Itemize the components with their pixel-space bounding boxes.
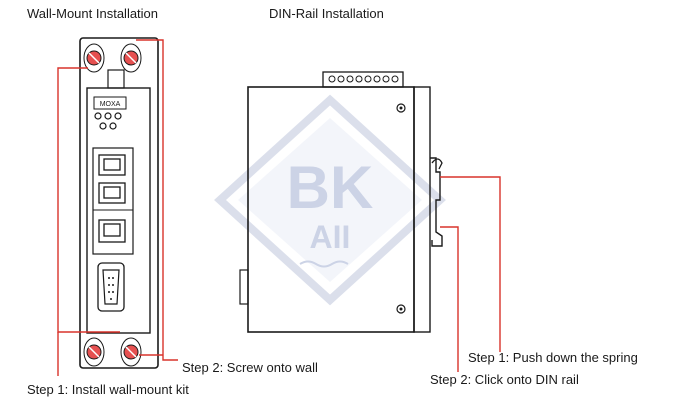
pin	[112, 284, 114, 286]
wall-step2-label: Step 2: Screw onto wall	[182, 360, 318, 375]
din-rail-spring	[431, 158, 443, 170]
ethernet-port-1	[98, 154, 126, 176]
pin	[108, 291, 110, 293]
led-indicators	[94, 112, 122, 130]
watermark-text-aii: AII	[310, 219, 351, 255]
pin	[110, 298, 112, 300]
serial-port-housing	[97, 262, 125, 312]
din-rail-clip	[430, 157, 443, 247]
rivet-bottom-center	[399, 307, 403, 311]
led-3	[114, 112, 122, 120]
wall-mount-screws	[83, 43, 142, 367]
wall-step1-label: Step 1: Install wall-mount kit	[27, 382, 189, 397]
wall-mount-device: MOXA	[79, 37, 159, 369]
callout-click-rail	[440, 226, 459, 372]
callout-step2-right	[136, 39, 178, 361]
led-1	[94, 112, 102, 120]
callout-push-spring	[440, 176, 501, 352]
terminal-screw	[328, 75, 336, 83]
back-plate	[413, 86, 431, 333]
ethernet-port-2-inner	[103, 186, 121, 199]
watermark-logo: BK AII	[214, 94, 446, 306]
serial-port-connector	[102, 269, 120, 305]
led-4	[99, 122, 107, 130]
rivet-top	[396, 103, 406, 113]
callout-step1-left	[57, 67, 120, 333]
serial-port-pins	[108, 277, 114, 300]
din-rail-title: DIN-Rail Installation	[269, 6, 384, 21]
wall-mount-plate	[79, 37, 159, 369]
led-2	[104, 112, 112, 120]
din-rail-device	[239, 71, 443, 333]
side-tab	[239, 269, 249, 305]
brand-label: MOXA	[100, 101, 121, 108]
watermark-wave	[299, 260, 349, 268]
din-rail-callouts	[440, 176, 501, 372]
terminal-screw	[382, 75, 390, 83]
screw-icon	[120, 43, 142, 73]
port-block	[92, 147, 134, 255]
ethernet-ports	[98, 154, 126, 243]
terminal-screw	[373, 75, 381, 83]
watermark-text-bk: BK	[287, 154, 374, 221]
terminal-screw	[346, 75, 354, 83]
terminal-screw	[355, 75, 363, 83]
din-step1-label: Step 1: Push down the spring	[468, 350, 638, 365]
terminal-screw	[364, 75, 372, 83]
screw-icon	[120, 337, 142, 367]
pin	[108, 277, 110, 279]
pin	[112, 291, 114, 293]
ethernet-port-3	[98, 219, 126, 243]
brand-label-box	[93, 96, 127, 110]
ethernet-port-2	[98, 182, 126, 204]
terminal-screw	[337, 75, 345, 83]
rivet-bottom	[396, 304, 406, 314]
wall-mount-title: Wall-Mount Installation	[27, 6, 159, 21]
pin	[108, 284, 110, 286]
top-tab	[107, 69, 125, 89]
terminal-screw	[391, 75, 399, 83]
terminal-screws	[328, 75, 399, 83]
screw-icon	[83, 337, 105, 367]
wall-mount-callouts	[57, 39, 178, 376]
ethernet-port-1-inner	[103, 158, 121, 171]
watermark-diamond	[214, 94, 446, 306]
din-step2-label: Step 2: Click onto DIN rail	[430, 372, 579, 387]
watermark-diamond-inner	[238, 118, 422, 282]
pin	[112, 277, 114, 279]
ethernet-port-3-inner	[103, 223, 121, 237]
led-5	[109, 122, 117, 130]
screw-icon	[83, 43, 105, 73]
rivet-top-center	[399, 106, 403, 110]
